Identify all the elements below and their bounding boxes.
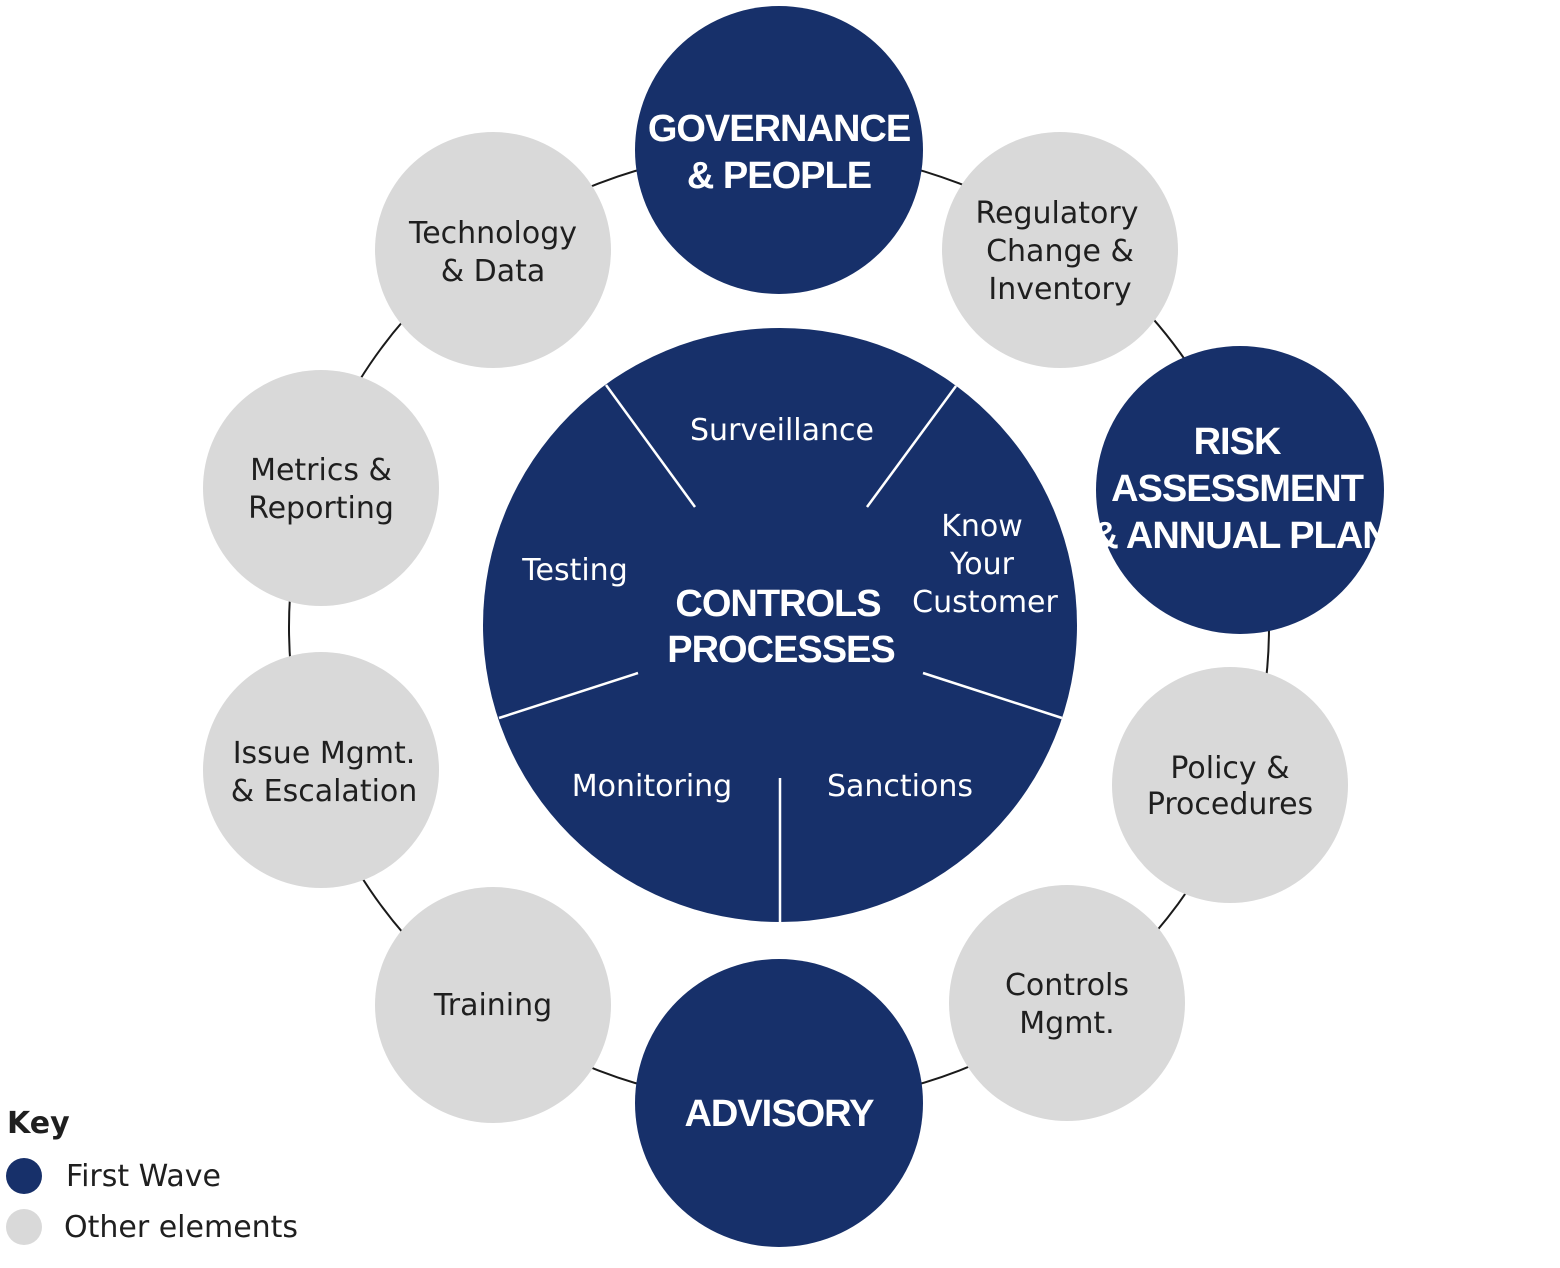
node-issue-mgmt: Issue Mgmt. & Escalation <box>203 652 439 888</box>
node-label-line: Mgmt. <box>1019 1006 1114 1041</box>
node-label-line: Technology <box>408 216 577 251</box>
node-label-line: Policy & <box>1170 751 1289 786</box>
node-label-line: & Escalation <box>231 774 418 809</box>
legend-swatch-first-wave <box>6 1158 42 1194</box>
legend-label: Other elements <box>64 1210 298 1245</box>
node-label-line: & PEOPLE <box>687 155 871 197</box>
segment-kyc-line: Your <box>949 547 1015 582</box>
node-label-line: Change & <box>986 234 1134 269</box>
node-label-line: Procedures <box>1147 787 1313 822</box>
segment-monitoring: Monitoring <box>572 769 732 804</box>
node-label-line: & ANNUAL PLAN <box>1091 515 1388 557</box>
node-label-line: ASSESSMENT <box>1111 468 1364 510</box>
segment-divider <box>922 671 1063 720</box>
node-technology-data: Technology & Data <box>375 132 611 368</box>
node-controls-mgmt: Controls Mgmt. <box>949 885 1185 1121</box>
node-circle <box>949 885 1185 1121</box>
hub-title-line: PROCESSES <box>667 629 895 671</box>
node-circle <box>375 132 611 368</box>
node-label-line: RISK <box>1194 421 1282 463</box>
node-circle <box>635 6 923 294</box>
legend-swatch-other <box>6 1209 42 1245</box>
node-circle <box>1112 667 1348 903</box>
controls-processes-hub: CONTROLS PROCESSES Surveillance Know You… <box>483 328 1077 922</box>
node-circle <box>1096 346 1384 634</box>
node-label-line: Issue Mgmt. <box>233 736 416 771</box>
node-advisory: ADVISORY <box>635 959 923 1247</box>
segment-kyc-line: Customer <box>912 585 1058 620</box>
node-label-line: & Data <box>441 254 546 289</box>
legend-title: Key <box>7 1106 70 1141</box>
node-circle <box>375 887 611 1123</box>
node-label-line: Reporting <box>248 491 394 526</box>
segment-divider <box>604 384 697 508</box>
node-label-line: ADVISORY <box>684 1093 874 1135</box>
node-label-line: Controls <box>1005 968 1129 1003</box>
hub-title-line: CONTROLS <box>675 583 880 625</box>
segment-kyc-line: Know <box>941 509 1023 544</box>
segment-divider <box>865 385 958 508</box>
node-circle <box>635 959 923 1247</box>
segment-sanctions: Sanctions <box>827 769 973 804</box>
node-circle <box>203 652 439 888</box>
node-policy-procedures: Policy & Procedures <box>1112 667 1348 903</box>
node-label-line: Metrics & <box>250 453 392 488</box>
segment-surveillance: Surveillance <box>690 413 874 448</box>
node-governance: GOVERNANCE & PEOPLE <box>635 6 923 294</box>
node-regulatory-change: Regulatory Change & Inventory <box>942 132 1178 368</box>
segment-divider <box>498 671 639 720</box>
node-training: Training <box>375 887 611 1123</box>
node-circle <box>942 132 1178 368</box>
legend-label: First Wave <box>66 1159 221 1194</box>
segment-testing: Testing <box>521 553 627 588</box>
legend: Key First Wave Other elements <box>6 1106 298 1245</box>
node-circle <box>203 370 439 606</box>
node-label-line: Inventory <box>988 272 1131 307</box>
node-metrics-reporting: Metrics & Reporting <box>203 370 439 606</box>
node-label-line: Training <box>433 988 552 1023</box>
hub-circle <box>483 328 1077 922</box>
node-label-line: GOVERNANCE <box>648 108 910 150</box>
node-risk-assessment: RISK ASSESSMENT & ANNUAL PLAN <box>1091 346 1390 634</box>
node-label-line: Regulatory <box>976 196 1139 231</box>
